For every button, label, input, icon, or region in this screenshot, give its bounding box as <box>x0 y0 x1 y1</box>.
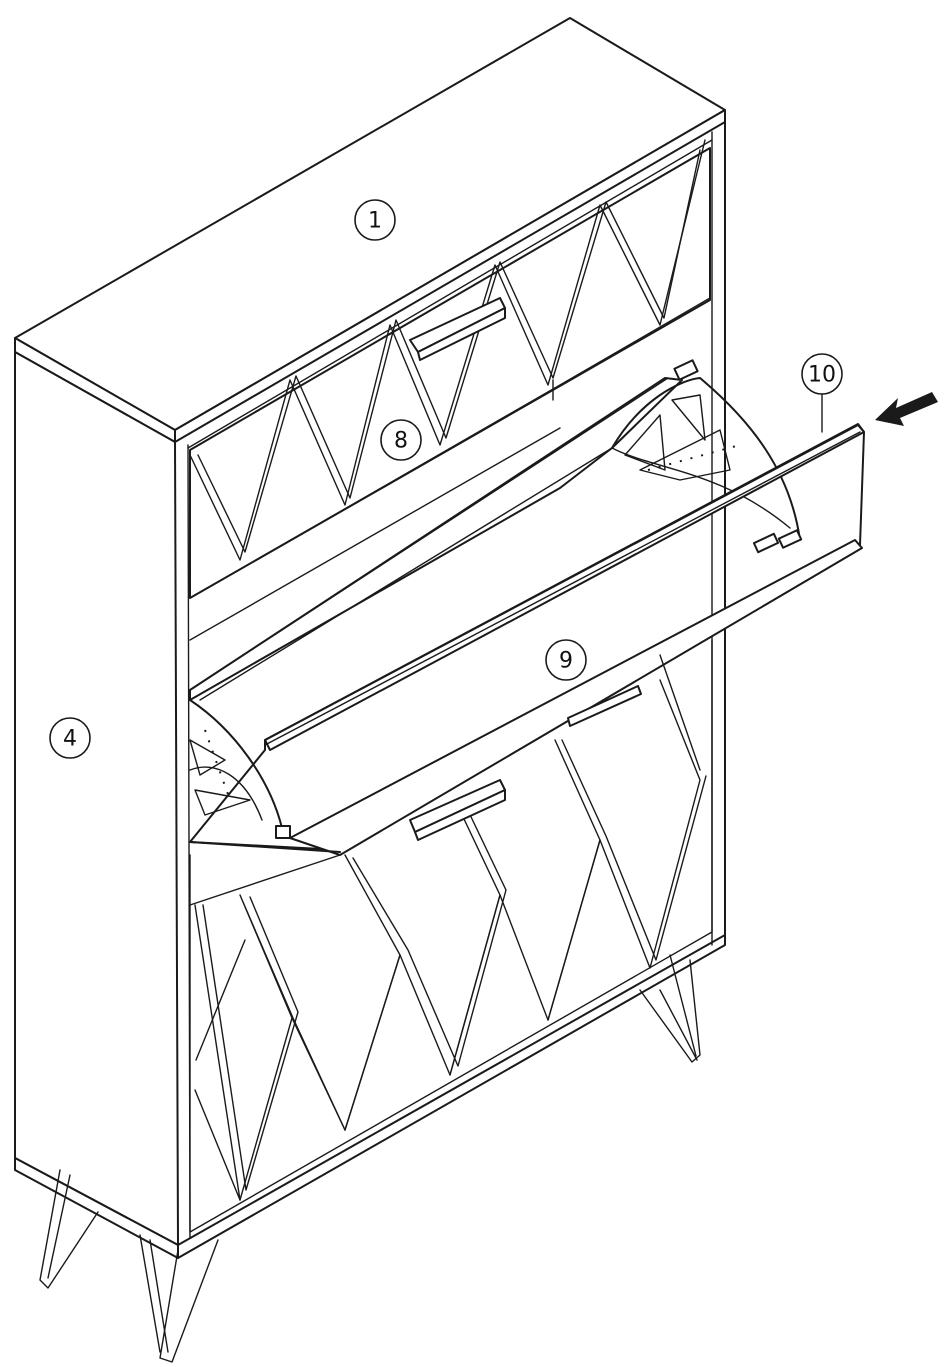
callout-upper-flap: 8 <box>380 419 422 461</box>
right-hinge <box>611 359 803 554</box>
callout-side-panel: 4 <box>49 717 91 759</box>
callout-rail: 10 <box>801 353 843 395</box>
callout-upper-flap-label: 8 <box>394 429 408 454</box>
side-panel <box>14 351 179 1259</box>
callout-rail-label: 10 <box>808 363 836 388</box>
middle-shelf <box>189 297 711 641</box>
callout-lower-flap-label: 9 <box>559 649 573 674</box>
callout-top-panel: 1 <box>354 199 396 241</box>
lower-handles <box>409 685 642 841</box>
callout-top-panel-label: 1 <box>368 209 382 234</box>
callout-lower-flap: 9 <box>545 639 587 681</box>
rail-board <box>189 377 865 751</box>
left-hinge <box>189 699 291 839</box>
legs <box>39 954 701 1363</box>
upper-drawer-front <box>189 139 711 599</box>
callout-side-panel-label: 4 <box>63 727 77 752</box>
upper-handle <box>409 297 506 361</box>
lower-drawer-front <box>189 639 713 1233</box>
insert-arrow <box>875 392 938 426</box>
lower-flap <box>189 424 865 856</box>
